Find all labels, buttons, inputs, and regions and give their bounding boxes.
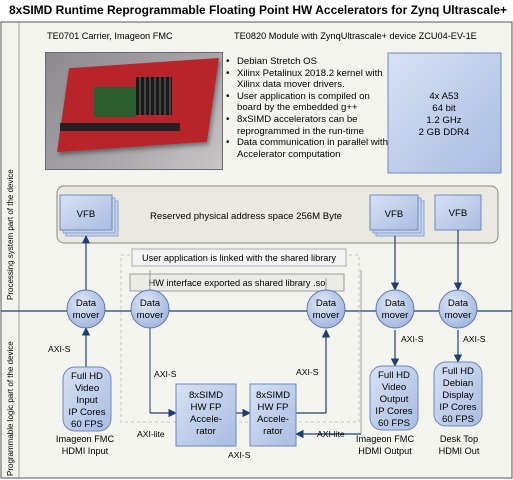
svg-text:HW FP: HW FP — [258, 402, 289, 413]
video-output-caption-1: Imageon FMC — [356, 434, 415, 444]
os-feature-item: Debian Stretch OS — [226, 56, 392, 68]
svg-text:Input: Input — [76, 395, 98, 406]
vfb-stack-output: VFB — [369, 194, 425, 237]
svg-text:8xSIMD: 8xSIMD — [189, 390, 223, 401]
svg-text:Data: Data — [448, 298, 469, 309]
os-feature-item: 8xSIMD accelerators can be reprogrammed … — [226, 114, 392, 137]
svg-text:Data: Data — [316, 298, 337, 309]
svg-text:mover: mover — [382, 310, 409, 321]
processing-system-side-label: Processing system part of the device — [6, 169, 15, 300]
svg-text:Data: Data — [385, 298, 406, 309]
cpu-line-3: 1.2 GHz — [426, 115, 461, 126]
fpga-module-image — [94, 87, 136, 117]
axi-s-label-to-accel: AXI-S — [154, 369, 177, 379]
axi-s-label-input: AXI-S — [48, 344, 71, 354]
video-input-caption-2: HDMI Input — [62, 446, 109, 456]
svg-text:mover: mover — [73, 310, 100, 321]
svg-text:IP Cores: IP Cores — [439, 402, 476, 413]
cpu-line-4: 2 GB DDR4 — [419, 127, 470, 138]
svg-text:Data: Data — [140, 298, 161, 309]
debian-display-caption-1: Desk Top — [440, 434, 478, 444]
data-mover-input: Data mover — [66, 289, 106, 329]
axi-s-label-from-accel: AXI-S — [296, 367, 319, 377]
svg-text:Display: Display — [442, 390, 474, 401]
board-photo — [45, 52, 223, 170]
shared-library-outline — [120, 254, 360, 423]
svg-text:Debian: Debian — [443, 378, 473, 389]
accelerator-2: 8xSIMD HW FP Accele- rator — [249, 383, 297, 447]
heatsink-image — [136, 77, 172, 115]
vfb-label-input: VFB — [77, 209, 96, 220]
os-feature-item: Xilinx Petalinux 2018.2 kernel with Xili… — [226, 68, 392, 91]
diagram-title: 8xSIMD Runtime Reprogrammable Floating P… — [9, 3, 507, 17]
svg-text:Accele-: Accele- — [190, 414, 222, 425]
svg-text:8xSIMD: 8xSIMD — [256, 390, 290, 401]
shared-library-box — [131, 248, 347, 267]
debian-display-caption-2: HDMI Out — [439, 446, 480, 456]
svg-text:Video: Video — [75, 383, 99, 394]
axi-s-label-display: AXI-S — [463, 334, 486, 344]
video-input-core — [62, 366, 112, 432]
data-mover-display: Data mover — [438, 289, 478, 329]
shared-library-text: User application is linked with the shar… — [142, 253, 336, 263]
accelerator-1: 8xSIMD HW FP Accele- rator — [175, 383, 237, 447]
svg-text:60 FPS: 60 FPS — [71, 419, 103, 430]
vfb-label-display: VFB — [449, 208, 468, 219]
video-output-caption-2: HDMI Output — [358, 446, 412, 456]
fmc-connector-image — [60, 123, 180, 131]
svg-text:mover: mover — [137, 310, 164, 321]
video-input-caption-1: Imageon FMC — [56, 434, 115, 444]
programmable-logic-side-label: Programmable logic part of the device — [6, 341, 15, 476]
axi-s-label-between: AXI-S — [228, 450, 251, 460]
axi-s-label-output: AXI-S — [401, 334, 424, 344]
vfb-stack-input: VFB — [59, 194, 119, 237]
video-output-core — [369, 365, 419, 431]
svg-text:Full HD: Full HD — [71, 371, 103, 382]
data-mover-output: Data mover — [375, 289, 415, 329]
data-mover-to-accelerator: Data mover — [130, 289, 170, 329]
reserved-memory-label: Reserved physical address space 256M Byt… — [150, 211, 342, 222]
carrier-label: TE0701 Carrier, Imageon FMC — [47, 31, 173, 41]
cpu-line-1: 4x A53 — [429, 91, 458, 102]
os-feature-item: Data communication in parallel with Acce… — [226, 137, 392, 160]
debian-display-core — [433, 361, 483, 427]
hw-interface-text: HW interface exported as shared library … — [149, 278, 326, 288]
svg-text:Accele-: Accele- — [257, 414, 289, 425]
connector-lines — [81, 230, 463, 439]
svg-text:60 FPS: 60 FPS — [378, 418, 410, 429]
data-mover-from-accelerator: Data mover — [306, 289, 346, 329]
svg-text:rator: rator — [263, 426, 284, 437]
cpu-line-2: 64 bit — [432, 103, 456, 114]
svg-text:Data: Data — [76, 298, 97, 309]
svg-text:60 FPS: 60 FPS — [442, 414, 474, 425]
svg-text:IP Cores: IP Cores — [68, 407, 105, 418]
svg-text:Video: Video — [382, 382, 406, 393]
svg-text:HW FP: HW FP — [191, 402, 222, 413]
os-feature-item: User application is compiled on board by… — [226, 91, 392, 114]
module-label: TE0820 Module with ZynqUltrascale+ devic… — [234, 31, 477, 41]
svg-text:Full HD: Full HD — [378, 370, 410, 381]
axi-lite-label-right: AXI-lite — [317, 429, 345, 439]
svg-text:mover: mover — [445, 310, 472, 321]
svg-text:IP Cores: IP Cores — [375, 406, 412, 417]
vfb-label-output: VFB — [385, 209, 404, 220]
os-feature-list: Debian Stretch OS Xilinx Petalinux 2018.… — [223, 56, 392, 160]
svg-text:mover: mover — [313, 310, 340, 321]
svg-text:Full HD: Full HD — [442, 366, 474, 377]
svg-text:Output: Output — [380, 394, 409, 405]
axi-lite-label-left: AXI-lite — [137, 429, 165, 439]
svg-text:rator: rator — [196, 426, 217, 437]
vfb-display: VFB — [434, 194, 482, 231]
hw-interface-box — [129, 273, 345, 292]
